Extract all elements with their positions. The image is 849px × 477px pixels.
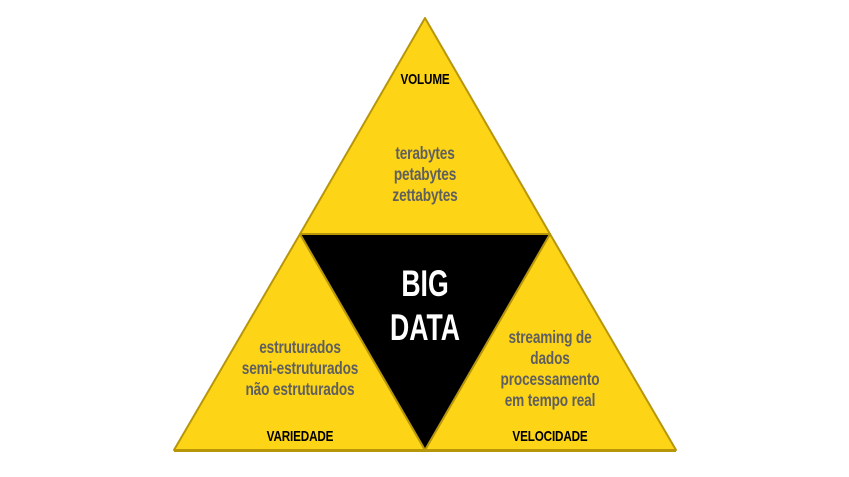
big-data-title: BIG DATA [382, 262, 468, 350]
velocidade-title: VELOCIDADE [512, 428, 588, 445]
velocidade-line-1: streaming de [508, 327, 592, 347]
volume-line-1: terabytes [395, 143, 455, 163]
big-data-line-1: BIG [401, 263, 449, 304]
volume-line-3: zettabytes [392, 185, 458, 205]
volume-line-2: petabytes [393, 164, 457, 184]
variedade-line-1: estruturados [259, 337, 341, 357]
velocidade-line-2: dados [530, 348, 570, 368]
volume-title: VOLUME [400, 71, 450, 88]
velocidade-line-3: processamento [500, 369, 600, 389]
variedade-line-2: semi-estruturados [241, 358, 359, 378]
variedade-title: VARIEDADE [266, 428, 334, 445]
big-data-center-triangle [299, 233, 551, 451]
variedade-line-3: não estruturados [245, 379, 355, 399]
big-data-line-2: DATA [389, 307, 461, 348]
velocidade-line-4: em tempo real [504, 390, 596, 410]
variedade-description: estruturados semi-estruturados não estru… [230, 337, 370, 400]
volume-description: terabytes petabytes zettabytes [370, 143, 479, 206]
velocidade-description: streaming de dados processamento em temp… [492, 327, 609, 411]
